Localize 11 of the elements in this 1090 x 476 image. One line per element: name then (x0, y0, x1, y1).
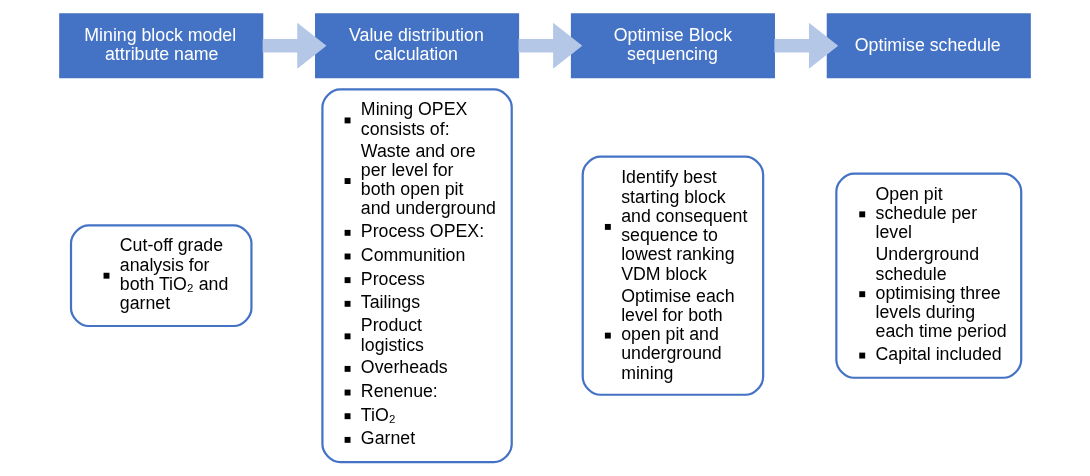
node-box: Optimise Block sequencing (570, 13, 775, 79)
node-box: Open pit schedule per level Underground schedule optimising three levels during each time period Capital included (835, 172, 1023, 379)
arrow (518, 22, 583, 69)
node-box: Identify best starting block and consequent sequence to lowest ranking VDM block Optimise each level for both open pit and underground mining (581, 155, 765, 396)
node-box: Value distribution calculation (315, 13, 520, 79)
arrow (774, 22, 839, 69)
arrow (262, 22, 327, 69)
node-box: Optimise schedule (826, 13, 1031, 79)
node-box: Mining OPEX consists of: Waste and ore per level for both open pit and underground Process OPEX: Communition Process Tailings Product logistics Overheads Renenue: TiO₂ Garnet (321, 88, 513, 464)
node-box: Mining block model attribute name (59, 13, 264, 79)
node-box: Cut-off grade analysis for both TiO₂ and garnet (69, 224, 253, 328)
